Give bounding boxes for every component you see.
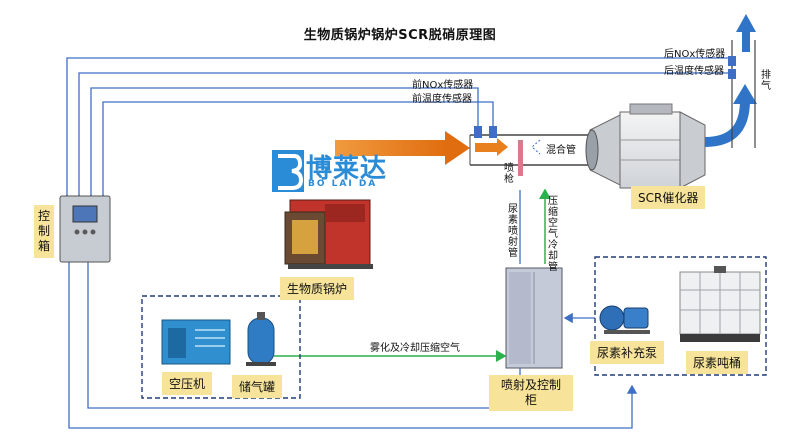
control-box-tag: 控制箱: [34, 205, 54, 258]
page-title: 生物质锅炉锅炉SCR脱硝原理图: [303, 28, 497, 43]
spray-cabinet: [505, 267, 563, 369]
scr-catalyst: [585, 103, 706, 189]
atomize-line-label: 雾化及冷却压缩空气: [370, 343, 460, 354]
front-sensors: [474, 126, 497, 138]
flue-gas-arrow: [335, 131, 470, 165]
scr-catalyst-tag: SCR催化器: [631, 186, 706, 209]
compressed-air-pipe-label: 压缩空气冷却管: [548, 196, 558, 273]
spray-gun-label: 喷枪: [504, 163, 514, 185]
boiler: [284, 199, 373, 269]
urea-pump-tag: 尿素补充泵: [590, 341, 665, 364]
rear-temp-sensor-label: 后温度传感器: [664, 66, 724, 77]
spray-cabinet-tag: 喷射及控制柜: [489, 375, 573, 411]
urea-tank-tag: 尿素吨桶: [686, 351, 749, 374]
urea-spray-pipe-label: 尿素喷射管: [508, 204, 518, 259]
compressor-tag: 空压机: [162, 372, 213, 395]
urea-pump: [599, 305, 650, 334]
boiler-tag: 生物质锅炉: [280, 277, 355, 300]
brand-logo: 博莱达 BO LAI DA: [272, 148, 472, 196]
control-box: [59, 195, 111, 263]
exhaust-label: 排气: [761, 70, 771, 92]
exhaust-arrow: [704, 14, 757, 148]
brand-name-en: BO LAI DA: [308, 179, 378, 189]
front-nox-sensor-label: 前NOx传感器: [412, 80, 474, 91]
compressor-group-box: [141, 295, 301, 399]
tank-tag: 储气罐: [232, 375, 283, 398]
air-lines: [274, 188, 551, 362]
rear-nox-sensor-label: 后NOx传感器: [664, 49, 726, 60]
logo-mark-icon: [272, 150, 304, 192]
air-compressor: [161, 319, 231, 365]
mixing-pipe-label: 混合管: [546, 145, 576, 156]
urea-ibc-tank: [679, 266, 761, 342]
front-temp-sensor-label: 前温度传感器: [412, 94, 472, 105]
brand-name-cn: 博莱达: [306, 154, 388, 184]
air-tank: [246, 312, 276, 366]
